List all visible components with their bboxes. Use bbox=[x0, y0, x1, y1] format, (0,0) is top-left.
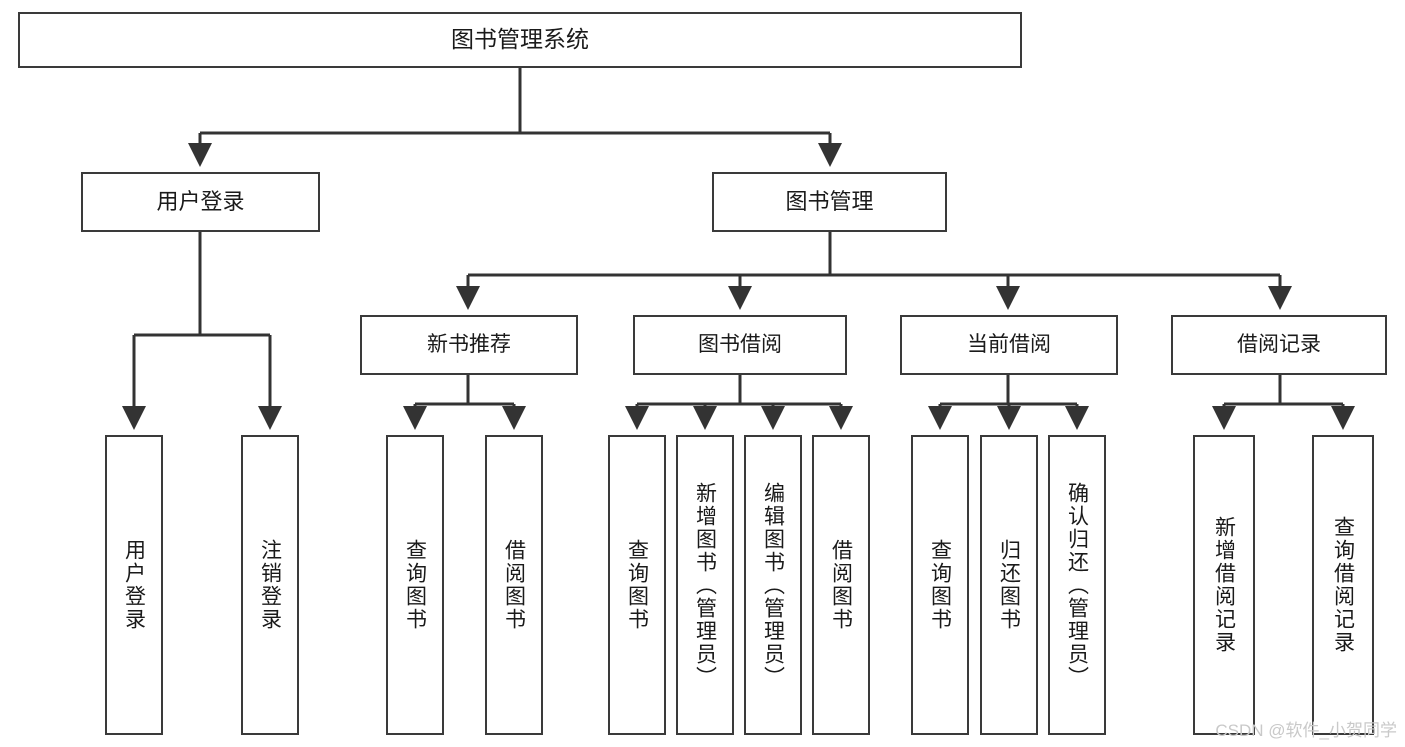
leaf-query-book[interactable]: 查询图书 bbox=[608, 435, 666, 735]
node-label: 借阅图书 bbox=[829, 539, 853, 631]
leaf-add-borrow-record[interactable]: 新增借阅记录 bbox=[1193, 435, 1255, 735]
leaf-edit-book-admin[interactable]: 编辑图书（管理员） bbox=[744, 435, 802, 735]
leaf-user-login[interactable]: 用户登录 bbox=[105, 435, 163, 735]
node-label: 借阅图书 bbox=[502, 539, 526, 631]
leaf-user-logout[interactable]: 注销登录 bbox=[241, 435, 299, 735]
leaf-query-book-new[interactable]: 查询图书 bbox=[386, 435, 444, 735]
node-label: 查询图书 bbox=[625, 539, 649, 631]
node-label: 查询图书 bbox=[928, 539, 952, 631]
node-label: 新增图书（管理员） bbox=[693, 481, 717, 689]
node-label: 用户登录 bbox=[156, 189, 245, 215]
node-new-book-recommend[interactable]: 新书推荐 bbox=[360, 315, 578, 375]
node-label: 图书管理系统 bbox=[451, 26, 589, 53]
node-label: 借阅记录 bbox=[1237, 332, 1321, 356]
node-borrow-records[interactable]: 借阅记录 bbox=[1171, 315, 1387, 375]
leaf-query-book-current[interactable]: 查询图书 bbox=[911, 435, 969, 735]
node-label: 查询借阅记录 bbox=[1331, 516, 1355, 654]
leaf-add-book-admin[interactable]: 新增图书（管理员） bbox=[676, 435, 734, 735]
node-root-system[interactable]: 图书管理系统 bbox=[18, 12, 1022, 68]
node-user-login[interactable]: 用户登录 bbox=[81, 172, 320, 232]
leaf-borrow-book-new[interactable]: 借阅图书 bbox=[485, 435, 543, 735]
leaf-borrow-book[interactable]: 借阅图书 bbox=[812, 435, 870, 735]
node-label: 图书借阅 bbox=[698, 332, 782, 356]
leaf-query-borrow-record[interactable]: 查询借阅记录 bbox=[1312, 435, 1374, 735]
node-label: 图书管理 bbox=[785, 189, 874, 215]
node-book-borrow[interactable]: 图书借阅 bbox=[633, 315, 847, 375]
node-label: 当前借阅 bbox=[967, 332, 1051, 356]
node-label: 注销登录 bbox=[258, 539, 282, 631]
node-label: 确认归还（管理员） bbox=[1065, 481, 1089, 689]
node-label: 用户登录 bbox=[122, 539, 146, 631]
node-label: 归还图书 bbox=[997, 539, 1021, 631]
watermark: CSDN @软件_小贺同学 bbox=[1215, 721, 1397, 740]
leaf-confirm-return-admin[interactable]: 确认归还（管理员） bbox=[1048, 435, 1106, 735]
node-book-management[interactable]: 图书管理 bbox=[712, 172, 947, 232]
node-label: 编辑图书（管理员） bbox=[761, 481, 785, 689]
node-label: 新书推荐 bbox=[427, 332, 511, 356]
leaf-return-book[interactable]: 归还图书 bbox=[980, 435, 1038, 735]
node-current-borrow[interactable]: 当前借阅 bbox=[900, 315, 1118, 375]
node-label: 新增借阅记录 bbox=[1212, 516, 1236, 654]
node-label: 查询图书 bbox=[403, 539, 427, 631]
